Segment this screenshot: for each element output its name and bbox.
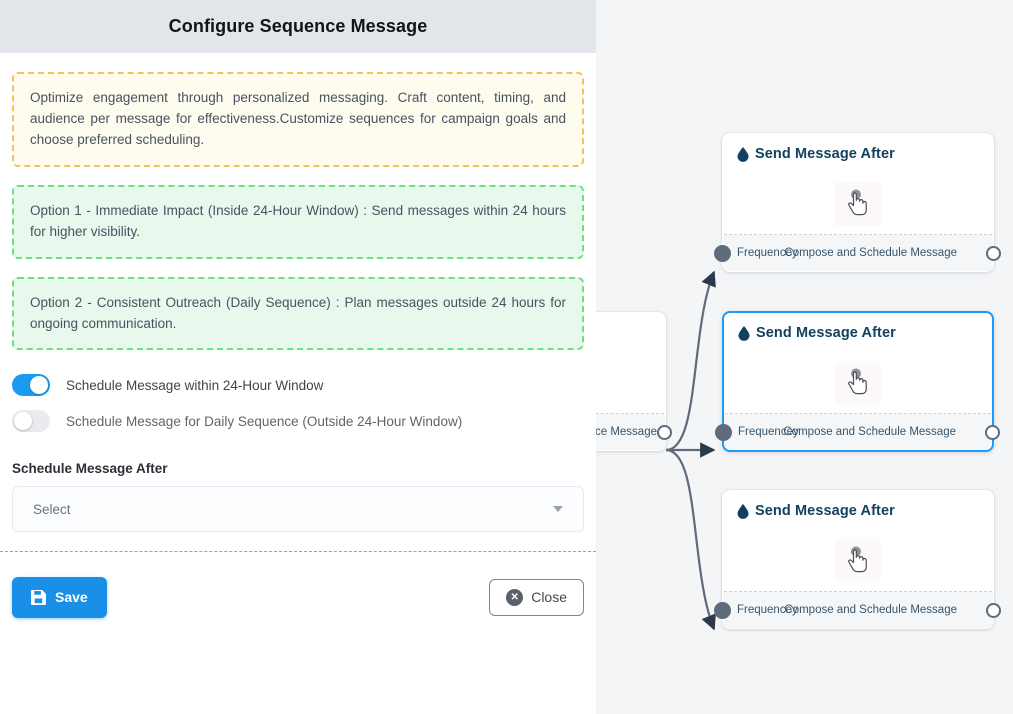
node-divider bbox=[724, 234, 992, 235]
node-frequency-label: Frequencey bbox=[737, 604, 798, 616]
node-title-text: Send Message After bbox=[755, 146, 895, 162]
node-output-port[interactable] bbox=[657, 424, 672, 440]
node-title-text: Send Message After bbox=[755, 503, 895, 519]
hand-pointer-icon bbox=[835, 539, 881, 583]
droplet-icon bbox=[737, 503, 749, 519]
schedule-after-selected-value: Select bbox=[33, 501, 71, 517]
schedule-after-select[interactable]: Select bbox=[12, 486, 584, 533]
flow-node-1[interactable]: Send Message After Frequencey Compose an… bbox=[714, 133, 1001, 272]
droplet-icon bbox=[738, 325, 750, 341]
node-divider bbox=[596, 413, 664, 414]
hand-pointer-icon bbox=[835, 182, 881, 226]
toggle-row-within-24h[interactable]: Schedule Message within 24-Hour Window bbox=[12, 374, 584, 397]
node-body: Send Message After bbox=[723, 491, 993, 591]
toggle-switch-within-24h[interactable] bbox=[12, 374, 50, 397]
node-input-port[interactable] bbox=[714, 244, 731, 262]
node-divider bbox=[724, 591, 992, 592]
save-button[interactable]: Save bbox=[12, 576, 107, 618]
toggle-knob bbox=[14, 412, 32, 431]
node-title-row: Send Message After bbox=[738, 325, 896, 341]
node-title-row: Send Message After bbox=[737, 503, 895, 519]
page-title: Configure Sequence Message bbox=[168, 16, 428, 36]
node-footer: Frequencey Compose and Schedule Message bbox=[715, 414, 1000, 450]
node-body bbox=[596, 313, 665, 413]
edge-to-node-3 bbox=[665, 448, 716, 631]
toggle-label-daily-sequence: Schedule Message for Daily Sequence (Out… bbox=[66, 413, 463, 429]
node-title-row: Send Message After bbox=[737, 146, 895, 162]
configure-sequence-modal: Configure Sequence Message Optimize enga… bbox=[0, 0, 596, 714]
edge-layer bbox=[665, 270, 716, 631]
node-input-port[interactable] bbox=[714, 601, 731, 619]
node-compose-label: Compose and Schedule Message bbox=[784, 604, 957, 616]
flow-node-upstream[interactable]: ce Message bbox=[596, 312, 672, 451]
chevron-down-icon bbox=[553, 506, 563, 513]
modal-body: Optimize engagement through personalized… bbox=[0, 72, 596, 533]
save-floppy-icon bbox=[31, 589, 46, 605]
info-callout-option-2: Option 2 - Consistent Outreach (Daily Se… bbox=[12, 276, 584, 351]
schedule-after-label: Schedule Message After bbox=[12, 461, 168, 477]
close-button[interactable]: ✕ Close bbox=[489, 578, 584, 616]
node-title-text: Send Message After bbox=[756, 325, 896, 341]
node-body: Send Message After bbox=[724, 313, 992, 413]
node-footer-right-label: ce Message bbox=[596, 426, 657, 438]
node-output-port[interactable] bbox=[986, 602, 1001, 618]
node-output-port[interactable] bbox=[985, 424, 1000, 440]
flow-node-2-selected[interactable]: Send Message After Frequencey Compose an… bbox=[715, 311, 1000, 452]
node-output-port[interactable] bbox=[986, 245, 1001, 261]
flow-canvas[interactable]: ce Message Send Message After bbox=[596, 0, 1013, 714]
node-footer: Frequencey Compose and Schedule Message bbox=[714, 235, 1001, 271]
footer-divider bbox=[0, 551, 596, 552]
node-divider bbox=[725, 413, 991, 414]
modal-header: Configure Sequence Message bbox=[0, 0, 596, 53]
modal-footer: Save ✕ Close bbox=[0, 552, 596, 642]
hand-pointer-icon bbox=[835, 361, 881, 405]
close-button-label: Close bbox=[531, 589, 567, 605]
node-input-port[interactable] bbox=[715, 423, 732, 441]
node-frequency-label: Frequencey bbox=[738, 426, 799, 438]
save-button-label: Save bbox=[55, 589, 88, 605]
toggle-knob bbox=[30, 376, 48, 395]
node-compose-label: Compose and Schedule Message bbox=[784, 247, 957, 259]
flow-node-3[interactable]: Send Message After Frequencey Compose an… bbox=[714, 490, 1001, 629]
node-compose-label: Compose and Schedule Message bbox=[783, 426, 956, 438]
toggle-label-within-24h: Schedule Message within 24-Hour Window bbox=[66, 377, 324, 393]
info-callout-option-1: Option 1 - Immediate Impact (Inside 24-H… bbox=[12, 184, 584, 259]
node-frequency-label: Frequencey bbox=[737, 247, 798, 259]
node-body: Send Message After bbox=[723, 134, 993, 234]
droplet-icon bbox=[737, 146, 749, 162]
toggle-switch-daily-sequence[interactable] bbox=[12, 410, 50, 433]
edge-to-node-1 bbox=[665, 270, 716, 452]
node-footer: ce Message bbox=[596, 414, 672, 450]
node-footer: Frequencey Compose and Schedule Message bbox=[714, 592, 1001, 628]
close-circle-icon: ✕ bbox=[506, 588, 524, 606]
toggle-row-daily-sequence[interactable]: Schedule Message for Daily Sequence (Out… bbox=[12, 410, 584, 433]
info-callout-description: Optimize engagement through personalized… bbox=[12, 72, 584, 167]
